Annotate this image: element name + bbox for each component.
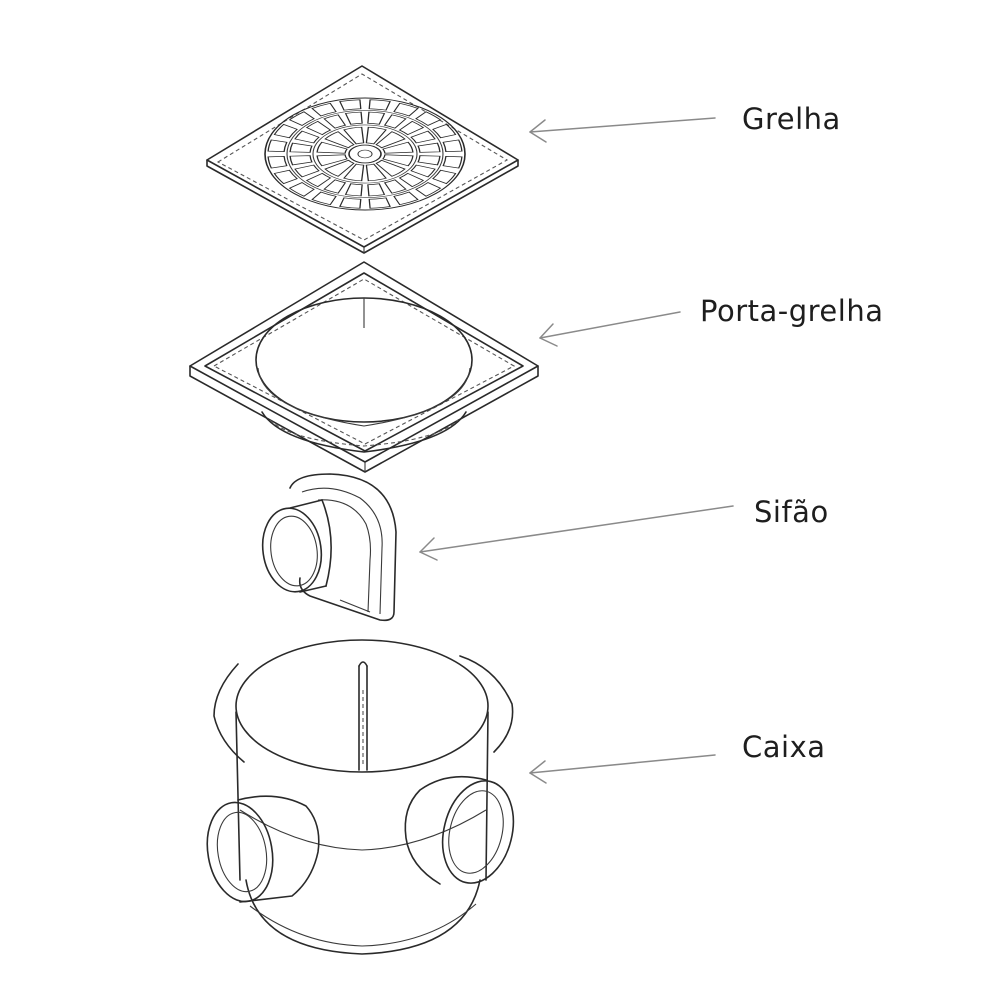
- grate-slot: [442, 155, 463, 169]
- grate-slot: [267, 155, 288, 169]
- sifao-part: [261, 473, 397, 622]
- grate-slot: [343, 163, 365, 182]
- grate-slot: [267, 139, 288, 153]
- grate-slot: [432, 123, 457, 139]
- caixa-part: [206, 639, 515, 955]
- grate-slot: [375, 159, 406, 177]
- grate-slot: [393, 102, 419, 117]
- grate-slot: [344, 183, 363, 197]
- grate-slot: [323, 114, 347, 129]
- sifao-label: Sifão: [754, 495, 829, 529]
- porta-grelha-part: [189, 261, 539, 473]
- grate-slot: [273, 169, 298, 185]
- grate-slot: [294, 130, 320, 144]
- grate-slot: [417, 155, 441, 166]
- grate-slot: [305, 172, 332, 188]
- grate-slot: [311, 102, 337, 117]
- grelha-label: Grelha: [742, 102, 841, 136]
- grate-slot: [365, 126, 387, 145]
- grate-slot: [368, 197, 391, 209]
- grate-slot: [288, 111, 315, 126]
- grelha-arrow: [529, 117, 716, 143]
- grate-slot: [305, 120, 332, 136]
- caixa-label: Caixa: [742, 730, 826, 764]
- grate-slot: [410, 164, 436, 178]
- grate-slot: [415, 111, 442, 126]
- grelha-part: [206, 65, 519, 254]
- caixa-arrow: [529, 754, 716, 784]
- grate-slot: [417, 142, 441, 153]
- grate-slot: [367, 183, 386, 197]
- grate-slot: [367, 111, 386, 125]
- grate-slot: [393, 191, 419, 206]
- grate-slot: [365, 163, 387, 182]
- grate-slot: [383, 114, 407, 129]
- sifao-arrow: [419, 505, 734, 561]
- grate-slot: [289, 142, 313, 153]
- grate-slot: [289, 155, 313, 166]
- grate-slot: [339, 99, 362, 111]
- grate-slot: [343, 126, 365, 145]
- grate-slot: [323, 179, 347, 194]
- grate-slot: [382, 141, 414, 154]
- grate-slot: [339, 197, 362, 209]
- grate-slot: [410, 130, 436, 144]
- grate-slot: [324, 159, 355, 177]
- grate-slot: [383, 179, 407, 194]
- grate-slot: [368, 99, 391, 111]
- grate-slot: [316, 154, 348, 167]
- porta-grelha-arrow: [539, 311, 681, 347]
- grate-slot: [316, 141, 348, 154]
- grate-slot: [442, 139, 463, 153]
- grate-slot: [415, 182, 442, 197]
- grate-slot: [344, 111, 363, 125]
- grate-slot: [375, 131, 406, 149]
- grate-slot: [273, 123, 298, 139]
- grate-slot: [311, 191, 337, 206]
- grate-slot: [294, 164, 320, 178]
- grate-slot: [382, 154, 414, 167]
- grate-slot: [398, 120, 425, 136]
- porta-grelha-label: Porta-grelha: [700, 294, 884, 328]
- grate-slot: [432, 169, 457, 185]
- grate-slot: [398, 172, 425, 188]
- grate-slot: [324, 131, 355, 149]
- grate-slot: [288, 182, 315, 197]
